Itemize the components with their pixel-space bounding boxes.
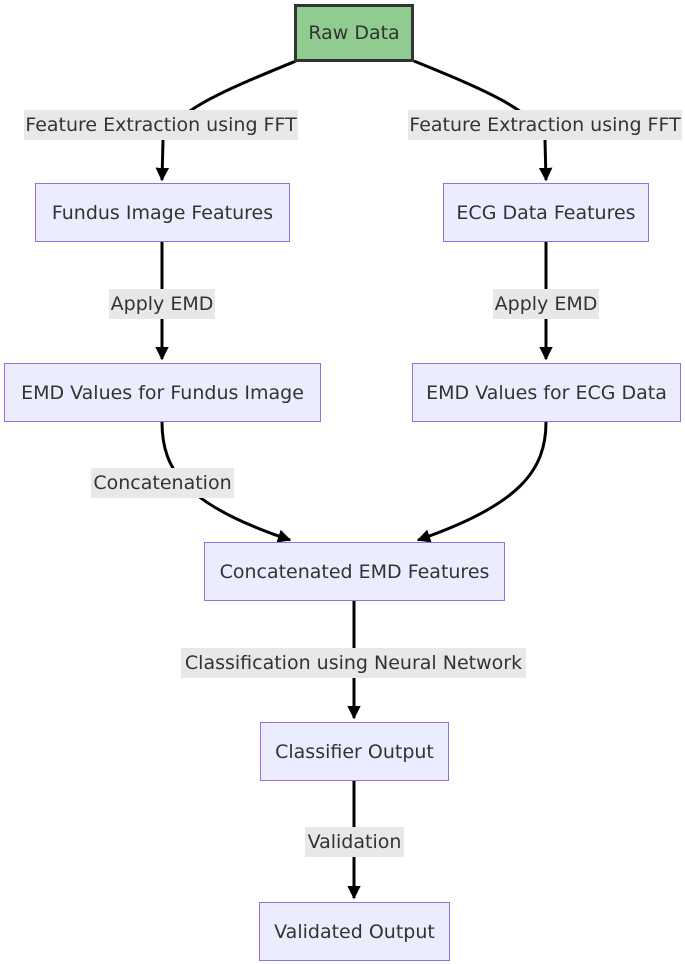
node-fundus-image-features: Fundus Image Features xyxy=(35,183,290,242)
node-emd-values-ecg: EMD Values for ECG Data xyxy=(412,363,681,422)
node-emd-values-fundus: EMD Values for Fundus Image xyxy=(4,363,321,422)
edge-emd-ecg-to-concat xyxy=(416,421,548,543)
edge-label-raw-to-ecg: Feature Extraction using FFT xyxy=(408,110,682,140)
node-raw-data: Raw Data xyxy=(294,4,414,62)
edge-label-raw-to-fundus: Feature Extraction using FFT xyxy=(24,110,298,140)
edge-label-concatenation: Concatenation xyxy=(91,468,234,498)
edge-label-fundus-apply-emd: Apply EMD xyxy=(109,289,215,319)
node-concatenated-emd-features: Concatenated EMD Features xyxy=(204,542,505,601)
node-validated-output: Validated Output xyxy=(259,902,450,961)
node-classifier-output: Classifier Output xyxy=(260,722,449,781)
node-ecg-data-features: ECG Data Features xyxy=(443,183,649,242)
edge-label-validation: Validation xyxy=(305,827,404,857)
edge-label-classification: Classification using Neural Network xyxy=(181,648,526,678)
edge-label-ecg-apply-emd: Apply EMD xyxy=(493,289,599,319)
